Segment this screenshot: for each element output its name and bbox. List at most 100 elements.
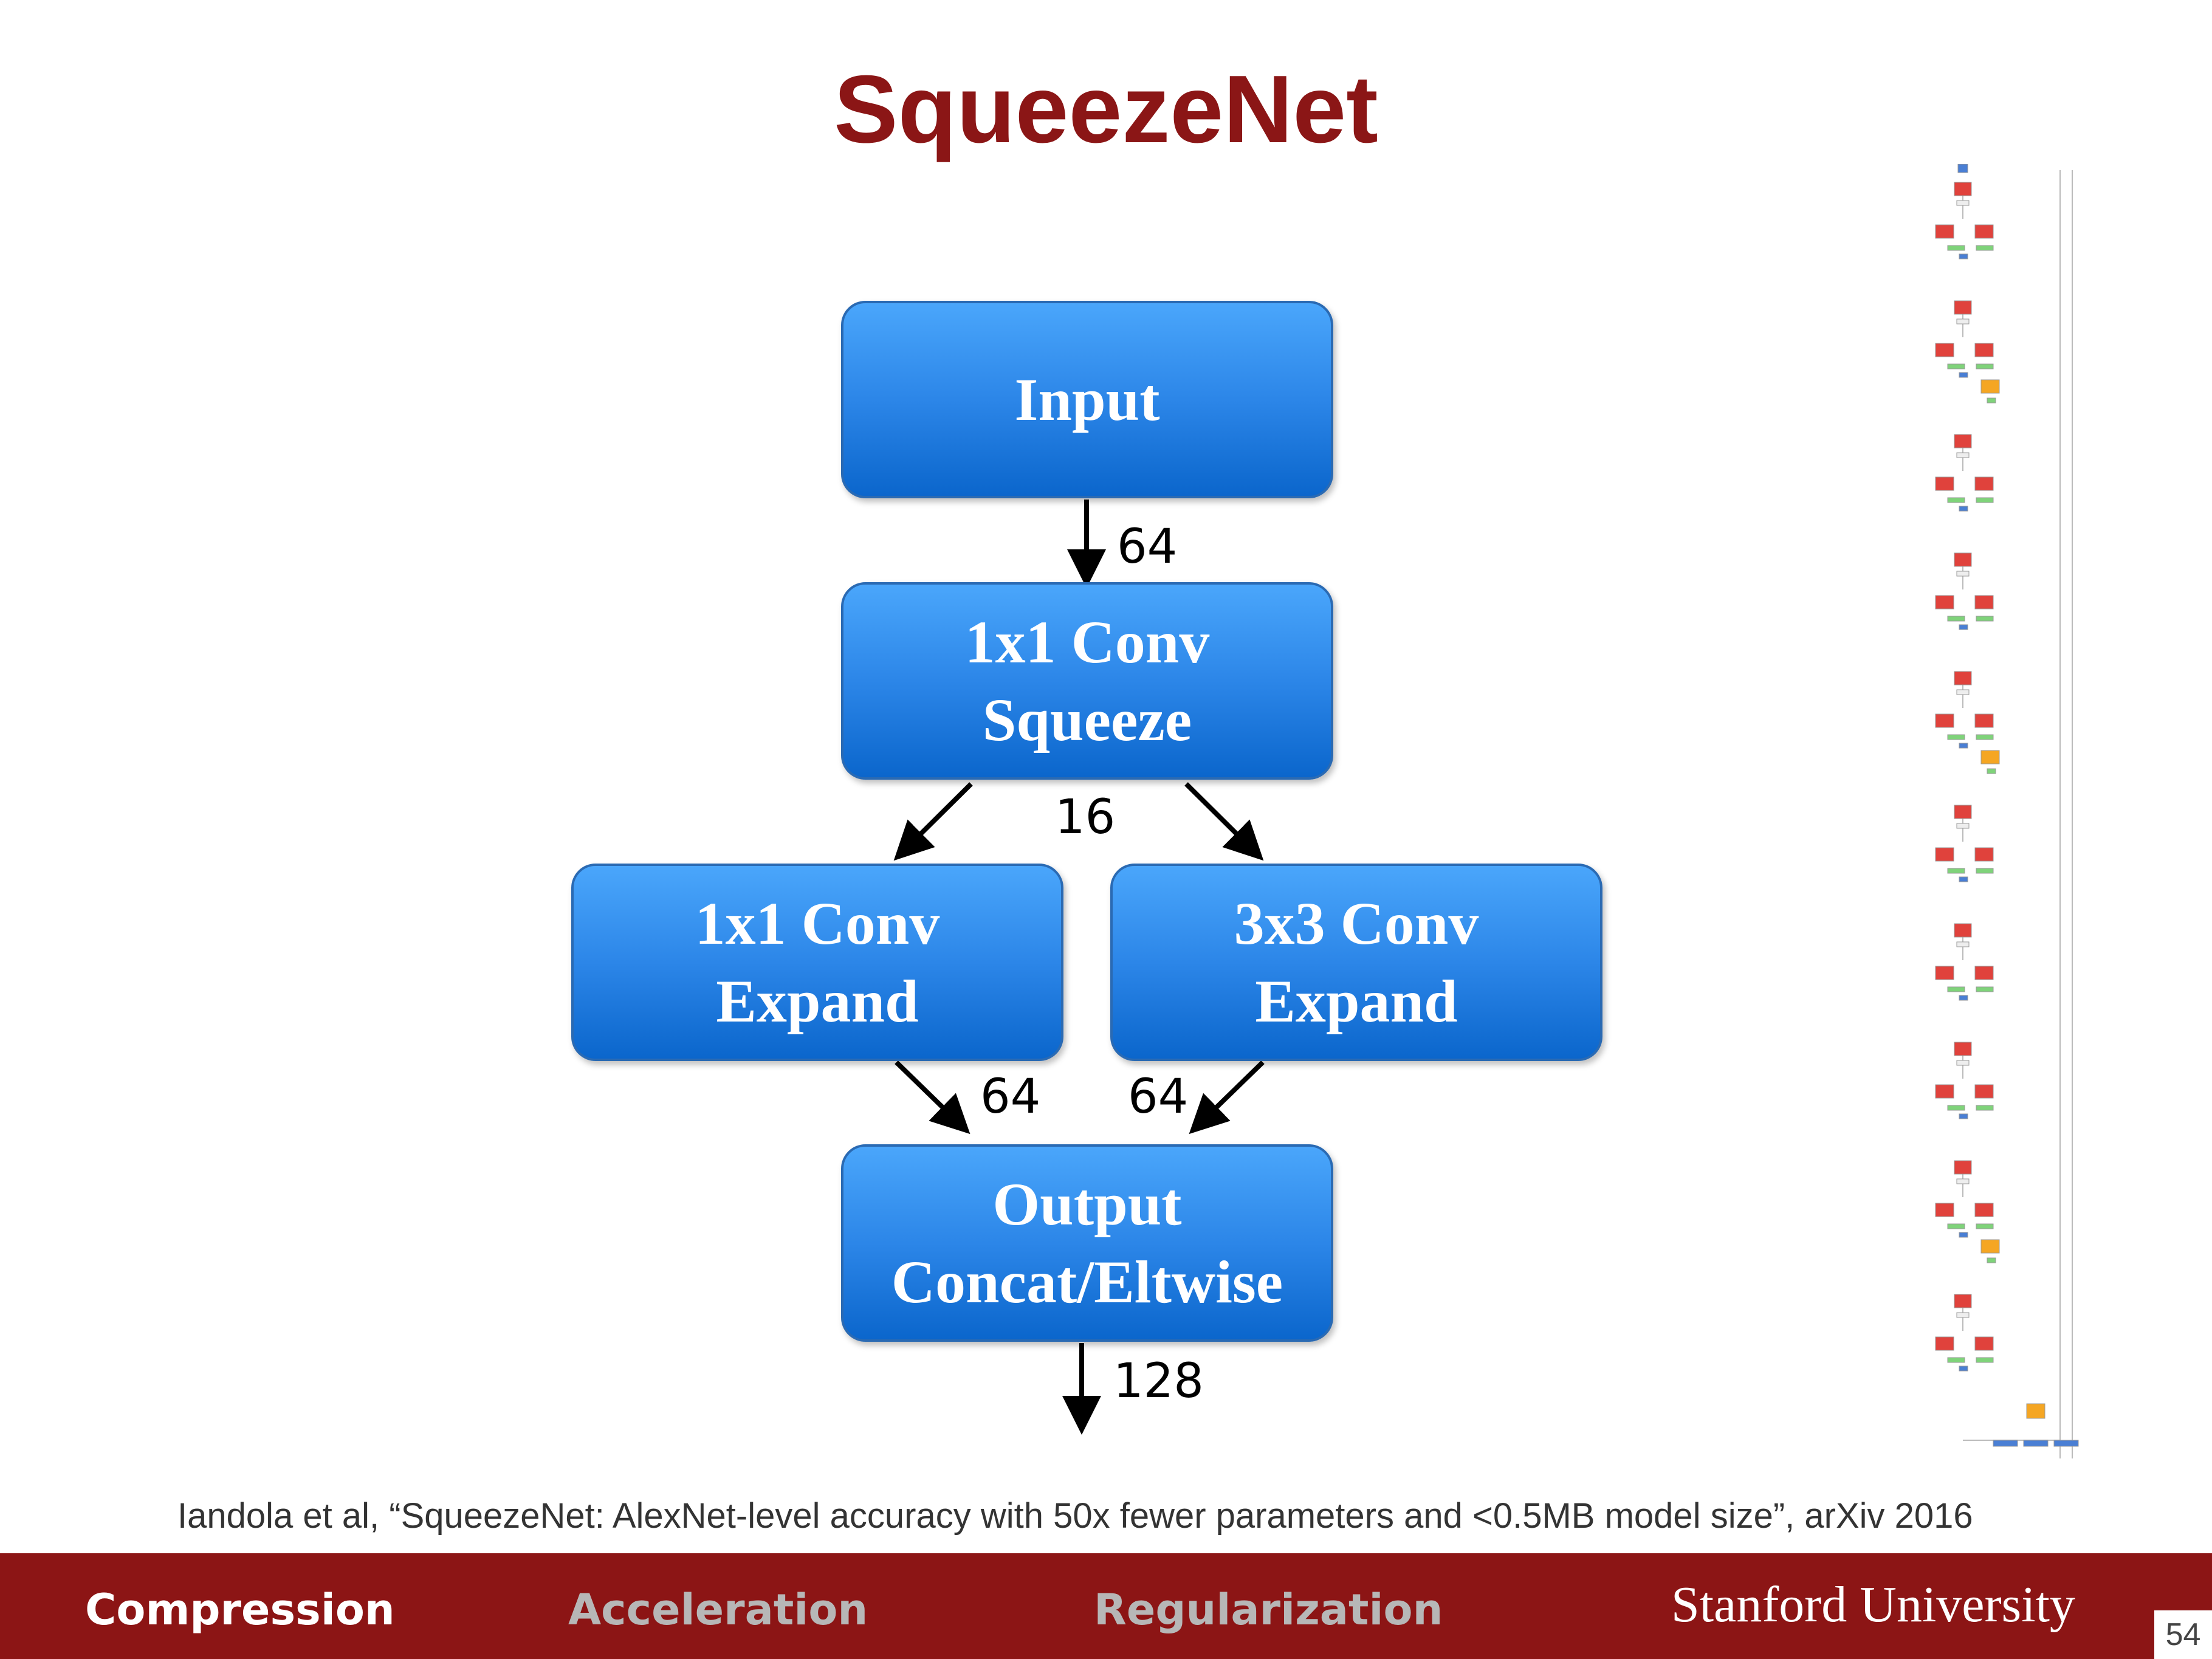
slide-title: SqueezeNet (834, 56, 1378, 163)
expand-3x3-line2: Expand (1255, 967, 1458, 1035)
thumbnail-block (1974, 1203, 1994, 1217)
thumbnail-block (1947, 497, 1965, 503)
thumbnail-block (1956, 689, 1970, 695)
thumbnail-block (1947, 363, 1965, 369)
thumbnail-block (1947, 868, 1965, 874)
expand-1x1-line2: Expand (716, 967, 919, 1035)
input-node: Input (841, 301, 1333, 498)
thumbnail-block (1935, 713, 1954, 728)
thumbnail-block (1954, 1294, 1972, 1308)
squeeze-node: 1x1 Conv Squeeze (841, 582, 1333, 780)
thumbnail-block (1959, 372, 1968, 378)
thumbnail-block (1974, 1084, 1994, 1099)
thumbnail-block (1935, 966, 1954, 980)
thumbnail-block (1974, 476, 1994, 491)
thumbnail-block (1959, 506, 1968, 512)
thumbnail-block (1956, 823, 1970, 829)
thumbnail-block (1976, 986, 1994, 992)
thumbnail-block (1956, 941, 1970, 947)
thumbnail-block (1974, 343, 1994, 357)
expand-1x1-node: 1x1 Conv Expand (571, 864, 1063, 1061)
thumbnail-block (1956, 1060, 1970, 1066)
arrow-expand1-output (895, 1060, 970, 1135)
footer-item-acceleration: Acceleration (568, 1585, 868, 1635)
output-node-line2: Concat/Eltwise (891, 1248, 1283, 1316)
thumbnail-block (1974, 595, 1994, 610)
thumbnail-block (1974, 847, 1994, 862)
thumbnail-block (1959, 995, 1968, 1001)
squeeze-node-line2: Squeeze (982, 685, 1192, 754)
thumbnail-block (1957, 164, 1968, 173)
arrow-expand3-output (1189, 1060, 1265, 1135)
thumbnail-block (1935, 847, 1954, 862)
edge-label-input-squeeze: 64 (1117, 520, 1178, 574)
thumbnail-block (1947, 616, 1965, 622)
thumbnail-block (1959, 253, 1968, 259)
squeeze-node-line1: 1x1 Conv (964, 608, 1210, 676)
thumbnail-block (1956, 1178, 1970, 1184)
thumbnail-block (1959, 1232, 1968, 1238)
thumbnail-block (1959, 1113, 1968, 1119)
thumbnail-block (1976, 363, 1994, 369)
network-architecture-thumbnail-icon (1935, 164, 2079, 1458)
thumbnail-block (1959, 743, 1968, 749)
thumbnail-block (1987, 1257, 1996, 1263)
edge-label-expand3-output: 64 (1128, 1070, 1189, 1124)
thumbnail-block (1935, 1084, 1954, 1099)
thumbnail-block (1954, 923, 1972, 938)
thumbnail-block (1959, 1365, 1968, 1372)
thumbnail-block (1935, 1203, 1954, 1217)
thumbnail-block (1976, 868, 1994, 874)
citation: Iandola et al, “SqueezeNet: AlexNet-leve… (177, 1496, 1973, 1536)
footer-bar: Compression Acceleration Regularization … (0, 1553, 2212, 1659)
thumbnail-block (1956, 318, 1970, 325)
thumbnail-block (2023, 1440, 2049, 1447)
thumbnail-block (2053, 1440, 2079, 1447)
thumbnail-block (1976, 734, 1994, 740)
thumbnail-block (1974, 966, 1994, 980)
thumbnail-block (1993, 1440, 2018, 1447)
expand-3x3-node: 3x3 Conv Expand (1110, 864, 1602, 1061)
thumbnail-block (1954, 671, 1972, 685)
edge-label-output: 128 (1113, 1354, 1204, 1409)
thumbnail-block (1954, 434, 1972, 448)
thumbnail-block (1987, 397, 1996, 404)
stanford-logo-text: Stanford University (1671, 1576, 2075, 1633)
thumbnail-block (1974, 224, 1994, 239)
thumbnail-block (1959, 624, 1968, 630)
thumbnail-block (1935, 343, 1954, 357)
thumbnail-block (1976, 616, 1994, 622)
thumbnail-block (1947, 1223, 1965, 1229)
thumbnail-block (1954, 1160, 1972, 1175)
input-node-label: Input (1014, 365, 1160, 433)
output-node: Output Concat/Eltwise (841, 1144, 1333, 1342)
output-node-line1: Output (992, 1170, 1182, 1238)
thumbnail-block (1980, 750, 2000, 764)
arrow-squeeze-expand3 (1184, 782, 1264, 861)
footer-item-regularization: Regularization (1094, 1585, 1443, 1635)
thumbnail-block (1947, 1357, 1965, 1363)
edge-label-squeeze-expand: 16 (1055, 790, 1116, 845)
thumbnail-block (2026, 1403, 2045, 1419)
thumbnail-block (1976, 245, 1994, 251)
thumbnail-block (1935, 224, 1954, 239)
expand-1x1-line1: 1x1 Conv (695, 889, 940, 957)
thumbnail-block (1956, 200, 1970, 206)
thumbnail-block (1959, 876, 1968, 882)
thumbnail-block (1947, 245, 1965, 251)
thumbnail-block (1947, 986, 1965, 992)
thumbnail-block (1976, 1105, 1994, 1111)
thumbnail-block (1954, 182, 1972, 196)
thumbnail-block (1976, 1357, 1994, 1363)
thumbnail-block (1974, 1336, 1994, 1351)
thumbnail-block (1976, 497, 1994, 503)
arrow-squeeze-expand1 (893, 782, 973, 861)
thumbnail-block (1980, 1239, 2000, 1254)
thumbnail-block (1935, 1336, 1954, 1351)
thumbnail-block (1954, 1042, 1972, 1056)
thumbnail-block (1974, 713, 1994, 728)
thumbnail-block (1956, 1312, 1970, 1318)
thumbnail-block (1987, 768, 1996, 774)
thumbnail-block (1935, 595, 1954, 610)
